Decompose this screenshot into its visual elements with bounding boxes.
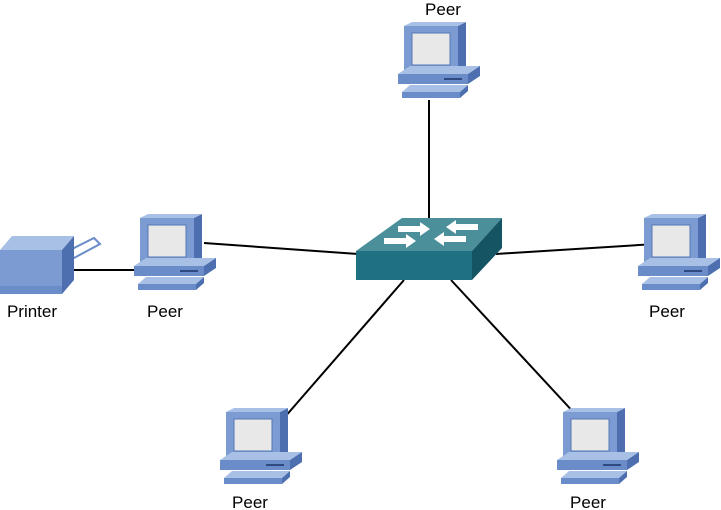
printer-icon xyxy=(0,236,102,294)
link-switch-peer-left xyxy=(203,242,359,255)
peer-left-computer-icon xyxy=(133,213,217,291)
peer-left-label: Peer xyxy=(147,302,183,321)
link-switch-peer-bottom-left xyxy=(283,279,405,419)
peer-bottom-left-computer-icon xyxy=(219,407,303,485)
peer-top-label: Peer xyxy=(425,0,461,19)
switch xyxy=(356,218,502,280)
peer-bottom-right-computer-icon xyxy=(556,407,640,485)
link-switch-peer-right xyxy=(495,243,656,255)
peer-top-computer-icon xyxy=(397,21,481,99)
peer-right-label: Peer xyxy=(649,302,685,321)
peer-right-computer-icon xyxy=(637,213,721,291)
peer-bottom-right-label: Peer xyxy=(570,493,606,510)
printer-label: Printer xyxy=(7,302,57,321)
network-links xyxy=(74,100,656,419)
switch-arrows-icon xyxy=(384,220,478,248)
link-switch-peer-bottom-right xyxy=(450,279,578,417)
peer-bottom-left-label: Peer xyxy=(232,493,268,510)
